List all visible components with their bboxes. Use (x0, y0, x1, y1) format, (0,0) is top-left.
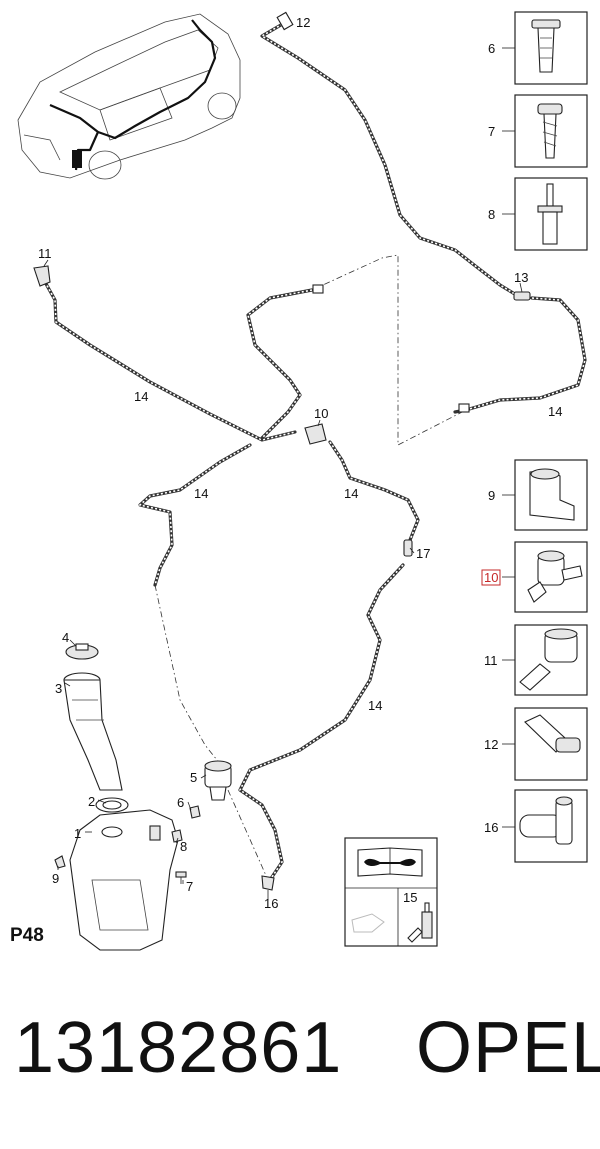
side-label-9: 9 (488, 488, 495, 503)
bracket-icon (529, 468, 575, 521)
page-code: P48 (10, 925, 44, 946)
callout-15: 15 (403, 890, 417, 905)
side-label-6: 6 (488, 41, 495, 56)
side-label-12: 12 (484, 737, 498, 752)
washer-reservoir (63, 643, 179, 951)
manual-book-wrench-icon (357, 847, 423, 877)
washer-system-diagram: 12 11 13 14 14 10 14 14 17 4 3 14 5 2 6 … (17, 11, 588, 951)
part-number: 13182861 (14, 1008, 343, 1088)
highlight-frame (481, 569, 501, 586)
callout-labels: 12 11 13 14 14 10 14 14 17 4 3 14 5 2 6 … (38, 15, 562, 911)
hose-connectors (33, 11, 531, 891)
callout-14-e: 14 (368, 698, 382, 713)
callout-14-a: 14 (134, 389, 148, 404)
callout-4: 4 (62, 630, 69, 645)
car-location-icon (17, 13, 241, 180)
screw-icon (537, 103, 563, 159)
brand-name: OPEL (416, 1008, 600, 1088)
rivet-icon (537, 183, 563, 245)
service-info-box (344, 837, 438, 947)
callout-14-b: 14 (548, 404, 562, 419)
side-label-16: 16 (484, 820, 498, 835)
callout-leaders (43, 259, 523, 900)
side-label-7: 7 (488, 124, 495, 139)
callout-14-c: 14 (194, 486, 208, 501)
fasteners (54, 805, 201, 884)
oil-can-icon (351, 913, 385, 933)
callout-17: 17 (416, 546, 430, 561)
callout-10: 10 (314, 406, 328, 421)
side-label-11: 11 (484, 653, 498, 668)
callout-6: 6 (177, 795, 184, 810)
callout-1: 1 (74, 826, 81, 841)
callout-14-d: 14 (344, 486, 358, 501)
connector-icon (524, 714, 581, 753)
callout-12: 12 (296, 15, 310, 30)
callout-3: 3 (55, 681, 62, 696)
side-label-8: 8 (488, 207, 495, 222)
side-panel-leaders (502, 47, 515, 828)
callout-2: 2 (88, 794, 95, 809)
routing-lines (154, 254, 467, 881)
washer-pump (204, 760, 232, 801)
callout-9: 9 (52, 871, 59, 886)
nozzle-icon (519, 628, 578, 691)
elbow-nozzle-icon (519, 796, 573, 845)
clip-icon (531, 19, 561, 73)
callout-11: 11 (38, 246, 52, 261)
side-label-10-highlighted: 10 (484, 570, 498, 585)
callout-13: 13 (514, 270, 528, 285)
lubricant-bottle-icon (407, 902, 433, 943)
callout-5: 5 (190, 770, 197, 785)
callout-8: 8 (180, 839, 187, 854)
callout-7: 7 (186, 879, 193, 894)
callout-16: 16 (264, 896, 278, 911)
side-panel (514, 11, 588, 863)
washer-hoses (43, 20, 587, 882)
t-valve-icon (527, 550, 583, 603)
